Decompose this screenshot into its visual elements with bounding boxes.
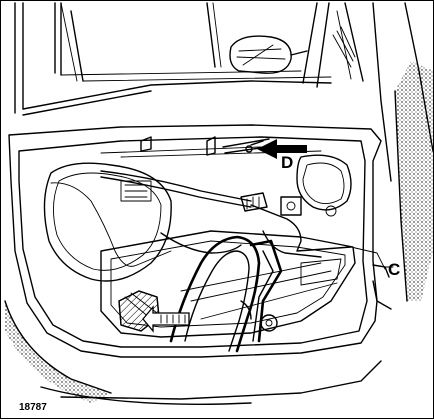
connector bbox=[240, 192, 302, 216]
motor-arrow bbox=[142, 305, 190, 333]
speaker-aperture bbox=[296, 154, 352, 217]
access-aperture bbox=[43, 162, 172, 282]
callout-d-arrow bbox=[257, 139, 307, 159]
window-frame bbox=[14, 2, 332, 116]
wiring-harness bbox=[50, 170, 386, 270]
callout-d-label: D bbox=[281, 153, 293, 172]
regulator-rails bbox=[169, 235, 283, 353]
callout-c-pointer bbox=[372, 264, 394, 278]
callout-c-label: C bbox=[388, 260, 400, 279]
reference-number: 18787 bbox=[19, 402, 47, 413]
door-mirror bbox=[229, 35, 308, 74]
door-panel bbox=[4, 124, 382, 405]
a-pillar bbox=[302, 2, 434, 310]
